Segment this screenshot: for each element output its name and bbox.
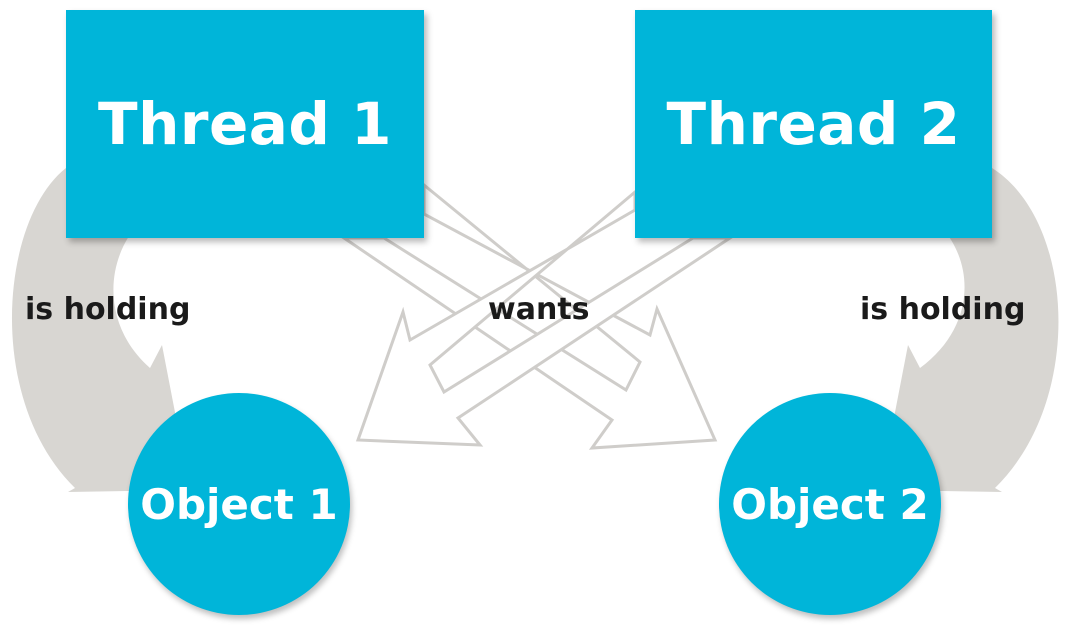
thread-2-label: Thread 2 [666, 90, 961, 158]
is-holding-label-right: is holding [860, 292, 1026, 327]
wants-arrow-thread2-to-object1 [355, 188, 735, 447]
is-holding-label-left: is holding [25, 292, 191, 327]
wants-label: wants [488, 292, 590, 327]
holding-arrow-right [880, 168, 1059, 492]
thread-1-label: Thread 1 [98, 90, 392, 158]
object-2-circle: Object 2 [719, 393, 941, 615]
thread-2-box: Thread 2 [635, 10, 992, 238]
holding-arrow-left [11, 168, 191, 492]
object-1-circle: Object 1 [128, 393, 350, 615]
thread-1-box: Thread 1 [66, 10, 424, 238]
object-1-label: Object 1 [140, 479, 338, 529]
object-2-label: Object 2 [731, 479, 929, 529]
